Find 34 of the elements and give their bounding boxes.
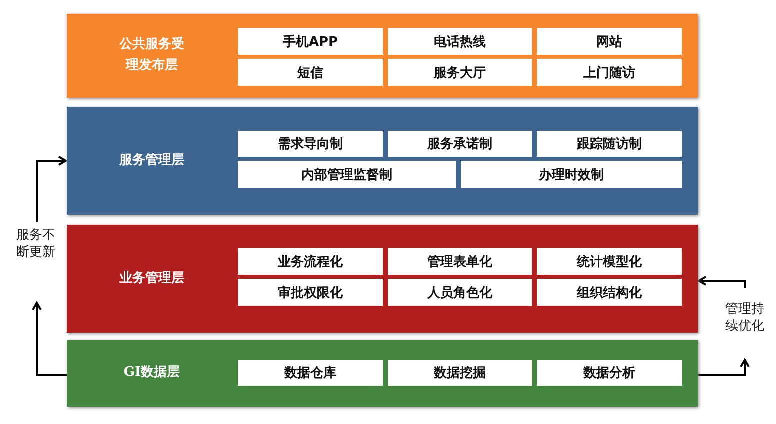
item-box: 人员角色化 <box>388 279 532 306</box>
item-box: 业务流程化 <box>238 248 383 275</box>
side-note: 管理持续优化 <box>726 302 764 336</box>
arrow <box>32 302 67 376</box>
item-box: 服务承诺制 <box>388 131 532 157</box>
item-box: 上门随访 <box>537 59 682 86</box>
item-box: 统计模型化 <box>537 248 682 275</box>
item-box: 网站 <box>537 28 682 55</box>
layer-title: 业务管理层 <box>118 270 186 288</box>
item-box: 电话热线 <box>388 28 532 55</box>
layer-band <box>67 14 698 98</box>
arrow <box>36 156 67 222</box>
item-box: 内部管理监督制 <box>238 161 456 188</box>
item-box: 审批权限化 <box>238 279 383 306</box>
item-box: 数据仓库 <box>238 360 383 386</box>
layer-title: 服务管理层 <box>118 152 186 170</box>
arrow <box>698 276 746 288</box>
item-box: 数据分析 <box>537 360 682 386</box>
side-note: 服务不断更新 <box>16 228 56 262</box>
layer-title: 公共服务受理发布层 <box>118 36 186 75</box>
item-box: 手机APP <box>238 28 383 55</box>
item-box: 短信 <box>238 59 383 86</box>
item-box: 跟踪随访制 <box>537 131 682 157</box>
item-box: 管理表单化 <box>388 248 532 275</box>
layer-title: GI数据层 <box>122 364 182 382</box>
item-box: 组织结构化 <box>537 279 682 306</box>
item-box: 数据挖掘 <box>388 360 532 386</box>
item-box: 服务大厅 <box>388 59 532 86</box>
layer-band <box>67 225 698 333</box>
layer-band <box>67 107 698 215</box>
item-box: 需求导向制 <box>238 131 383 157</box>
layer-band <box>67 340 698 407</box>
item-box: 办理时效制 <box>461 161 682 188</box>
arrow <box>698 359 750 376</box>
